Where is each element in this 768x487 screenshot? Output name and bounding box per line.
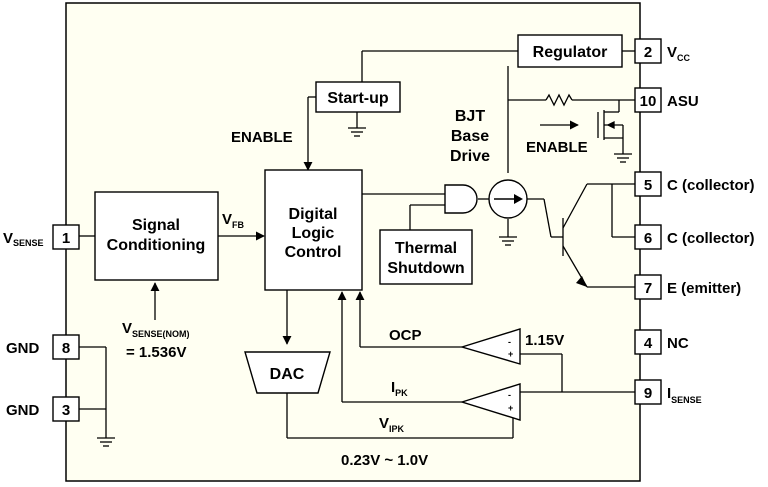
pin6-label: C (collector): [667, 230, 755, 247]
ocp-label: OCP: [389, 327, 422, 344]
signal-conditioning-label-1: Signal: [132, 217, 180, 234]
svg-text:+: +: [508, 403, 513, 413]
pin2-label: VCC: [667, 44, 691, 63]
digital-logic-label-1: Digital: [289, 206, 338, 223]
signal-conditioning-label-2: Conditioning: [107, 237, 206, 254]
svg-text:10: 10: [640, 93, 657, 110]
pin10-label: ASU: [667, 93, 699, 110]
digital-logic-label-3: Control: [285, 244, 342, 261]
svg-text:1: 1: [62, 230, 70, 247]
left-pins: 1 8 3: [52, 224, 80, 422]
thermal-label-1: Thermal: [395, 240, 457, 257]
svg-text:8: 8: [62, 340, 70, 357]
vsense-nom-label: VSENSE(NOM): [122, 320, 190, 339]
pin3-label: GND: [6, 402, 40, 419]
pin5-label: C (collector): [667, 177, 755, 194]
vfb-label: VFB: [222, 211, 245, 230]
vsense-nom-value: = 1.536V: [126, 344, 186, 361]
vipk-label: VIPK: [379, 415, 405, 434]
digital-logic-block: [264, 169, 363, 291]
pin7-label: E (emitter): [667, 280, 741, 297]
svg-text:7: 7: [644, 280, 652, 297]
ocp-comparator: - +: [459, 328, 521, 365]
thermal-label-2: Shutdown: [387, 260, 464, 277]
asu-mosfet: [597, 110, 624, 154]
svg-text:9: 9: [644, 385, 652, 402]
regulator-label: Regulator: [533, 44, 608, 61]
dac-block: [244, 351, 331, 394]
wires: [79, 50, 635, 439]
pin1-label: VSENSE: [3, 230, 44, 248]
svg-text:6: 6: [644, 230, 652, 247]
digital-logic-label-2: Logic: [292, 225, 335, 242]
bjt-drive-label-1: BJT: [455, 108, 485, 125]
bjt-drive-label-3: Drive: [450, 148, 490, 165]
pin4-label: NC: [667, 335, 689, 352]
startup-label: Start-up: [327, 90, 389, 107]
enable-label-right: ENABLE: [526, 139, 588, 156]
pin8-label: GND: [6, 340, 40, 357]
bjt-emitter-arrow: [576, 276, 587, 287]
svg-text:3: 3: [62, 402, 70, 419]
ocp-ref-label: 1.15V: [525, 332, 564, 349]
regulator-block: [517, 34, 623, 68]
and-gate: [444, 184, 478, 214]
ipk-label: IPK: [391, 379, 408, 398]
enable-label-left: ENABLE: [231, 129, 293, 146]
vipk-range-label: 0.23V ~ 1.0V: [341, 452, 428, 469]
svg-text:+: +: [508, 349, 513, 359]
svg-text:-: -: [508, 337, 511, 347]
svg-text:5: 5: [644, 177, 652, 194]
right-pins: 2 10 5 6 7 4 9: [634, 38, 662, 405]
pin9-label: ISENSE: [667, 385, 702, 405]
ipk-comparator: - +: [459, 383, 521, 421]
current-source: [488, 179, 528, 219]
svg-text:2: 2: [644, 44, 652, 61]
svg-text:4: 4: [644, 335, 653, 352]
thermal-shutdown-block: [379, 229, 473, 285]
dac-label: DAC: [270, 366, 305, 383]
startup-block: [315, 81, 401, 113]
signal-conditioning-block: [94, 191, 219, 281]
svg-text:-: -: [508, 390, 511, 400]
bjt-drive-label-2: Base: [451, 128, 489, 145]
